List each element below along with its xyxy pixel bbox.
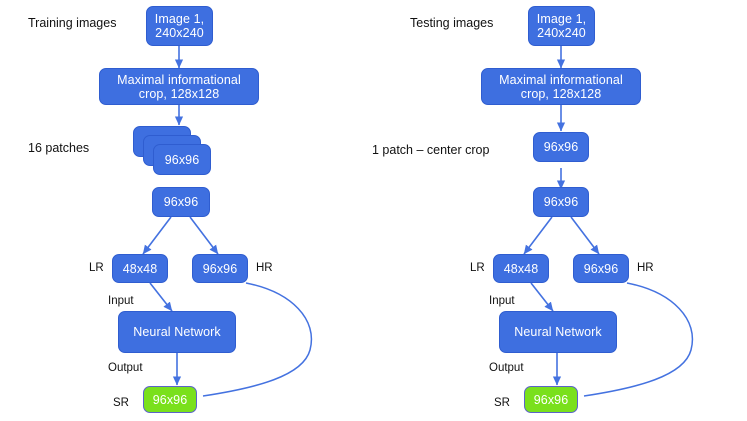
training-side-label: Training images: [28, 16, 117, 30]
training-patch-stack-node[interactable]: 96x96: [153, 144, 211, 175]
testing-lr-node[interactable]: 48x48: [493, 254, 549, 283]
testing-sr-label: SR: [494, 397, 510, 409]
testing-output-label: Output: [489, 362, 524, 374]
edge-testing-lr-to-network: [530, 282, 554, 312]
training-input-label: Input: [108, 295, 134, 307]
training-lr-node[interactable]: 48x48: [112, 254, 168, 283]
testing-input-label: Input: [489, 295, 515, 307]
training-output-node[interactable]: 96x96: [143, 386, 197, 413]
training-sr-label: SR: [113, 397, 129, 409]
testing-hr-node[interactable]: 96x96: [573, 254, 629, 283]
testing-lr-label: LR: [470, 262, 485, 274]
training-source-node[interactable]: Image 1, 240x240: [146, 6, 213, 46]
testing-side-label: Testing images: [410, 16, 494, 30]
edge-testing-patch-split-left: [523, 216, 553, 255]
training-neural-network-node[interactable]: Neural Network: [118, 311, 236, 353]
edge-training-patch-split-right: [189, 216, 219, 255]
testing-patch-count-label: 1 patch – center crop: [372, 143, 490, 157]
training-hr-node[interactable]: 96x96: [192, 254, 248, 283]
edge-training-patch-split-left: [142, 216, 172, 255]
testing-hr-label: HR: [637, 262, 654, 274]
training-patch-count-label: 16 patches: [28, 141, 90, 155]
edge-testing-hr-to-output-curve: [583, 282, 694, 397]
testing-patch-stack-node[interactable]: 96x96: [533, 132, 589, 162]
training-selected-patch-node[interactable]: 96x96: [152, 187, 210, 217]
testing-crop-node[interactable]: Maximal informational crop, 128x128: [481, 68, 641, 105]
training-hr-label: HR: [256, 262, 273, 274]
training-output-label: Output: [108, 362, 143, 374]
testing-selected-patch-node[interactable]: 96x96: [533, 187, 589, 217]
training-lr-label: LR: [89, 262, 104, 274]
training-crop-node[interactable]: Maximal informational crop, 128x128: [99, 68, 259, 105]
testing-source-node[interactable]: Image 1, 240x240: [528, 6, 595, 46]
testing-neural-network-node[interactable]: Neural Network: [499, 311, 617, 353]
testing-output-node[interactable]: 96x96: [524, 386, 578, 413]
edge-training-lr-to-network: [149, 282, 173, 312]
edge-testing-patch-split-right: [570, 216, 600, 255]
edge-training-hr-to-output-curve: [202, 282, 313, 397]
